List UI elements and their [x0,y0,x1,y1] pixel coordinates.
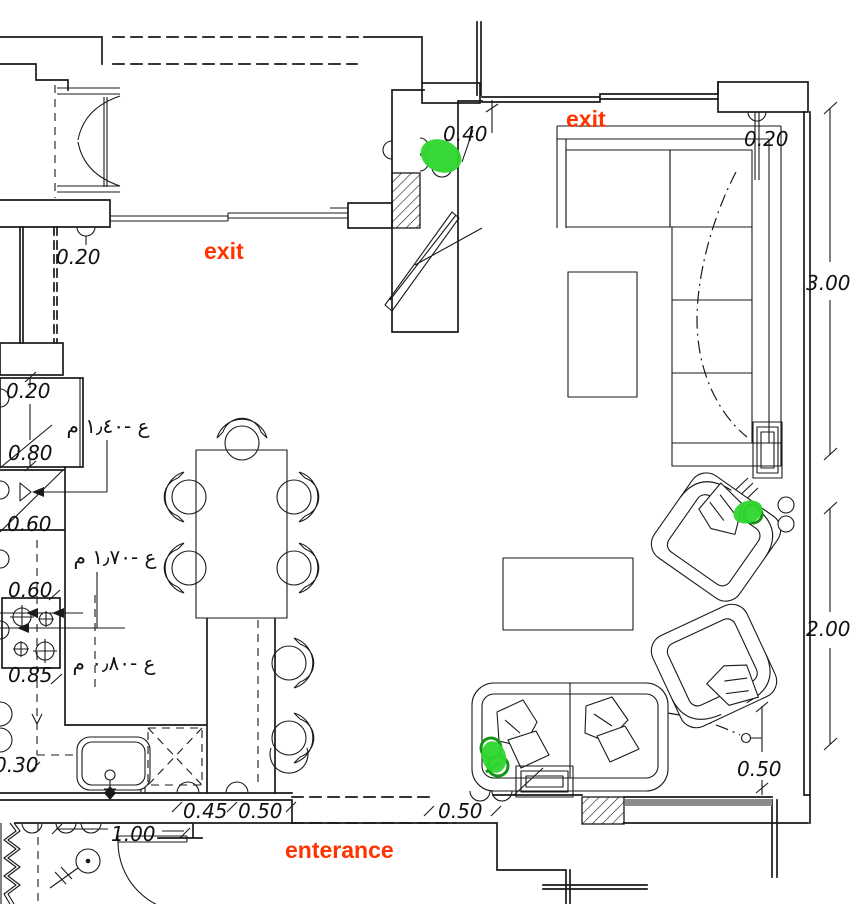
bar-chair [271,637,315,689]
dim-label: 0.85 [8,663,53,687]
two-seat-sofa [469,682,669,802]
exit-label-top: exit [566,106,606,132]
dim-label: 0.40 [443,122,488,146]
dim-label: 0.20 [744,127,789,151]
dim-label: 0.45 [183,799,228,823]
height-note: ع -٠٫٨٠ م [73,651,156,675]
kitchen-sink [76,736,151,791]
dim-label: 0.30 [0,753,39,777]
coffee-table [502,557,634,631]
dim-label: 0.50 [737,757,782,781]
green-markers [420,139,764,778]
dining-set [163,417,320,785]
coffee-table [567,271,638,398]
height-note: ع -١٫٤٠ م [67,414,150,438]
height-note: ع -١٫٧٠ م [74,545,157,569]
red-labels: exit exit enterance [204,106,606,863]
height-annotations: ع -١٫٤٠ م ع -١٫٧٠ م ع -٠٫٨٠ م [0,414,157,675]
dim-label: 0.50 [438,799,483,823]
dim-label: 0.20 [56,245,101,269]
wall-frame [752,421,783,479]
green-marker-column-door [420,139,462,173]
wall-knob [777,496,795,514]
dim-label: 0.60 [8,578,53,602]
wall-knob [777,515,795,533]
l-shaped-sofa [556,125,782,467]
dim-label: 0.50 [238,799,283,823]
dim-label: 1.00 [111,822,156,846]
bar-chair [271,712,315,764]
light-fixture [75,848,101,874]
walls-layer [0,21,811,904]
dining-table [195,449,288,619]
cooktop [1,597,61,669]
kitchen-fixtures [0,597,203,889]
green-marker-sofa [481,741,507,773]
dimension-layer: 0.20 0.40 0.20 3.00 2.00 0.20 0.80 0.60 … [0,100,851,846]
exit-label-left: exit [204,238,244,264]
living-room [469,125,795,802]
dim-label: 0.80 [8,441,53,465]
green-marker-armchair [733,500,763,524]
armchair [644,465,788,609]
entrance-label: enterance [285,837,394,863]
dim-label: 0.60 [7,512,52,536]
cooktop-burners [10,605,57,663]
sofa-side-table [513,765,574,798]
dishwasher-dashed [147,727,203,786]
dim-label: 0.20 [6,379,51,403]
dim-label: 2.00 [806,617,851,641]
dim-label: 3.00 [806,271,851,295]
